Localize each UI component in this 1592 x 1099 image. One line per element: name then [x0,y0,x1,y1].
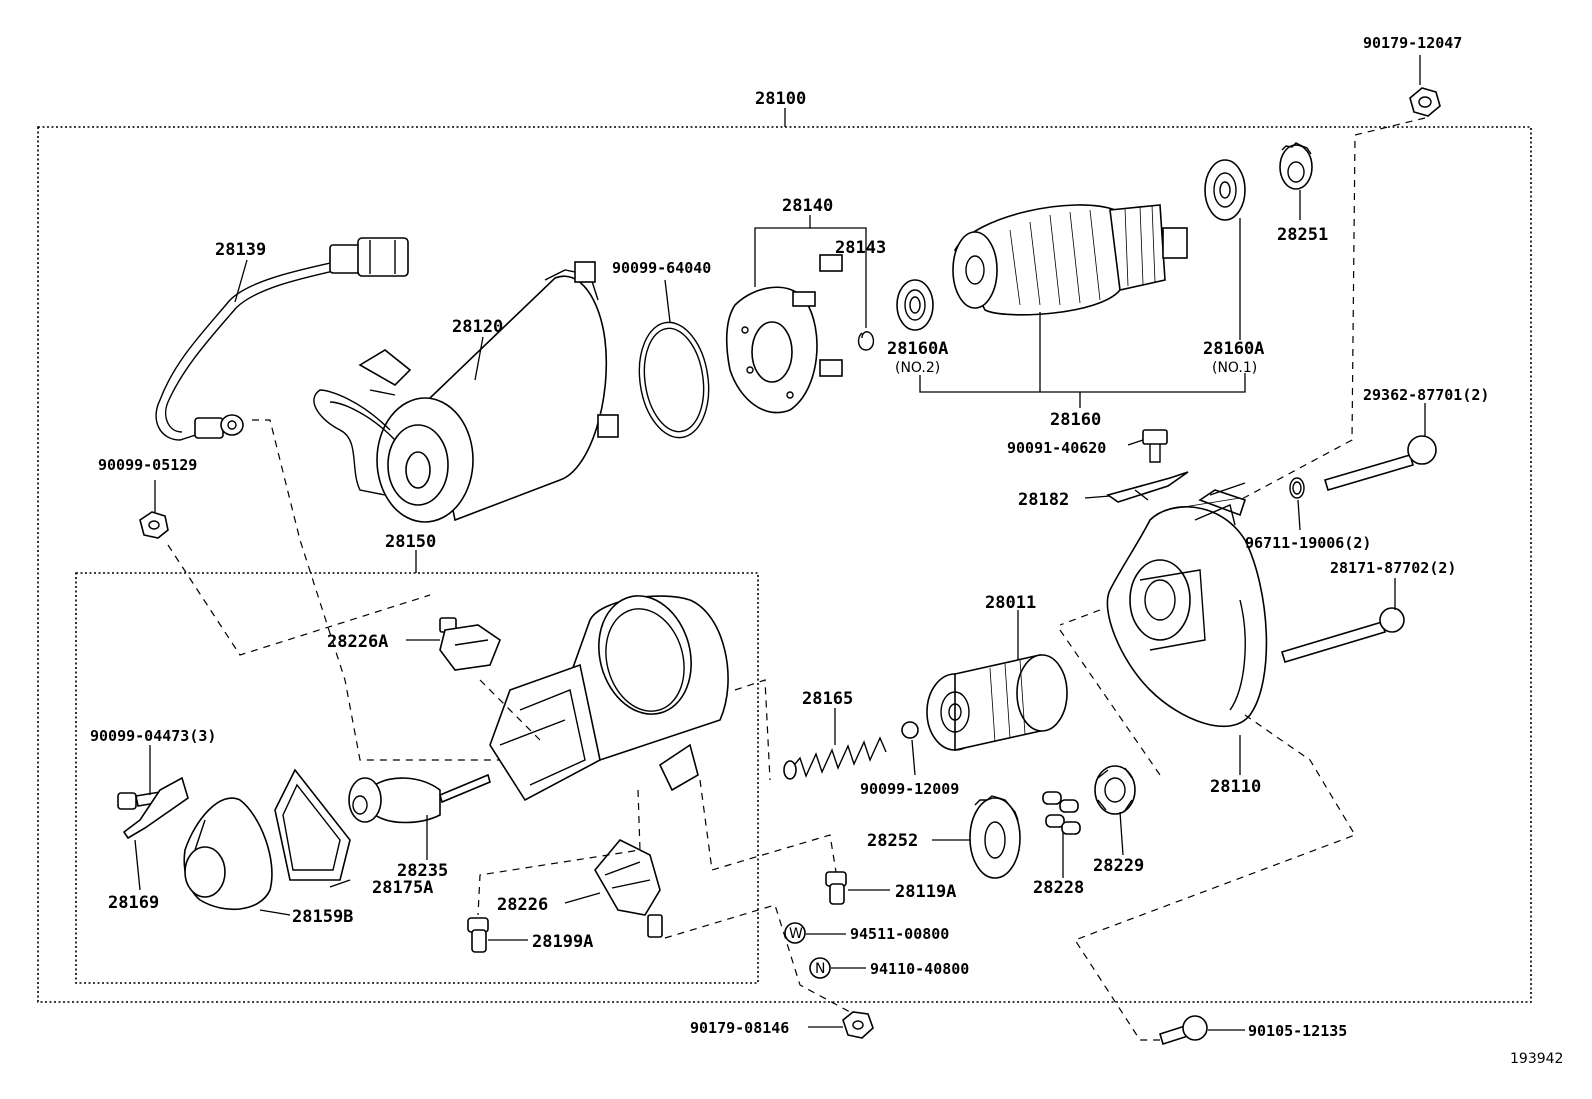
gear-28251 [1279,142,1313,190]
terminal-28226 [594,839,663,938]
label-28140: 28140 [782,196,833,216]
housing-28110 [1106,482,1268,728]
label-90179-12047: 90179-12047 [1363,34,1462,52]
label-no2: (NO.2) [895,360,940,376]
rollers-28228 [1042,791,1081,835]
label-28182: 28182 [1018,490,1069,510]
label-28235: 28235 [397,861,448,881]
washer-94511-00800: W [784,922,806,944]
label-94110-40800: 94110-40800 [870,960,969,978]
bolt-29362-87701 [1324,435,1437,491]
label-28119a: 28119A [895,882,956,902]
retainer-28229 [1094,765,1136,815]
label-90179-08146: 90179-08146 [690,1019,789,1037]
solenoid-housing-28150 [489,595,729,802]
label-28100: 28100 [755,89,806,109]
brush-spring-28143 [857,331,875,351]
label-28110: 28110 [1210,777,1261,797]
label-28175a: 28175A [372,878,433,898]
idler-gear-28252 [969,795,1021,879]
label-90099-12009: 90099-12009 [860,780,959,798]
lever-28182 [1106,471,1189,503]
nut-90179-12047 [1409,87,1441,117]
plunger-28235 [348,773,491,824]
spring-28165 [783,736,887,780]
lead-wire-28139 [155,237,409,441]
label-94511-00800: 94511-00800 [850,925,949,943]
cover-28159b [183,797,273,911]
nut-90179-08146 [842,1011,874,1039]
nut-mark: N [815,961,825,977]
o-ring-96711-19006 [1289,477,1305,499]
label-90091-40620: 90091-40620 [1007,439,1106,457]
gasket-28175a [274,768,351,881]
armature-28160 [952,204,1188,316]
washer-mark: W [789,926,803,942]
alignment-lines [167,117,1426,1041]
assembly-28100-frame [37,126,1532,1003]
part-labels: 28100 90179-12047 28139 28120 90099-6404… [90,34,1563,1067]
label-28226a: 28226A [327,632,388,652]
label-29362-87701: 29362-87701(2) [1363,386,1489,404]
label-90099-05129: 90099-05129 [98,456,197,474]
label-90099-64040: 90099-64040 [612,259,711,277]
o-ring-90099-64040 [638,321,710,439]
nut-94110-40800: N [809,957,831,979]
label-28171-87702: 28171-87702(2) [1330,559,1456,577]
contact-plate-28169 [122,776,189,840]
label-no1: (NO.1) [1212,360,1257,376]
terminal-28119a [825,871,847,905]
diagram-id: 193942 [1510,1051,1563,1067]
label-28143: 28143 [835,238,886,258]
yoke-28120 [313,261,619,523]
terminal-28199a [467,917,489,953]
brush-holder-28140 [725,254,843,414]
label-28160: 28160 [1050,410,1101,430]
bearing-28160a-no1 [1204,159,1246,221]
label-28199a: 28199A [532,932,593,952]
nut-90099-05129 [139,511,169,539]
bolt-28171-87702 [1281,607,1405,663]
label-28226: 28226 [497,895,548,915]
label-28160a-no1: 28160A [1203,339,1264,359]
label-90099-04473: 90099-04473(3) [90,727,216,745]
terminal-28226a [439,617,501,671]
leader-lines [134,55,1426,1031]
bearing-28160a-no2 [896,279,934,331]
label-28011: 28011 [985,593,1036,613]
label-28169: 28169 [108,893,159,913]
label-28139: 28139 [215,240,266,260]
label-28229: 28229 [1093,856,1144,876]
label-28252: 28252 [867,831,918,851]
clutch-28011 [926,654,1068,751]
label-90105-12135: 90105-12135 [1248,1022,1347,1040]
label-28150: 28150 [385,532,436,552]
ball-90099-12009 [901,721,919,739]
label-28251: 28251 [1277,225,1328,245]
label-28165: 28165 [802,689,853,709]
label-28159b: 28159B [292,907,353,927]
assembly-28150-frame [75,572,759,984]
label-28228: 28228 [1033,878,1084,898]
label-28160a-no2: 28160A [887,339,948,359]
label-96711-19006: 96711-19006(2) [1245,534,1371,552]
label-28120: 28120 [452,317,503,337]
bolt-90105-12135 [1159,1015,1208,1046]
screw-90091-40620 [1142,429,1168,463]
